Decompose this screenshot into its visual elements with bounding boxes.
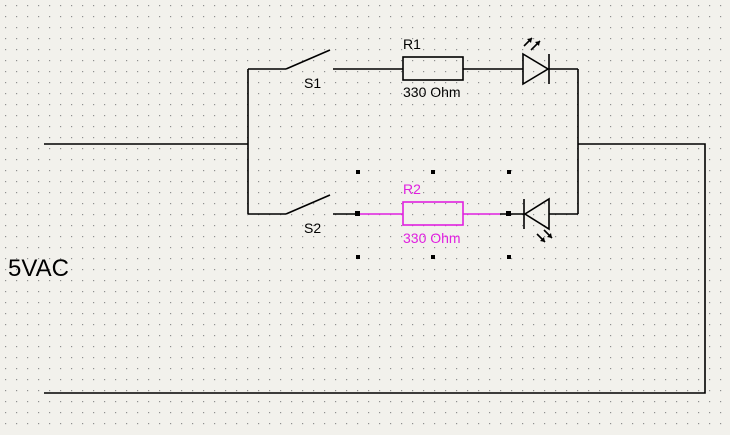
handle-top-left[interactable] [356, 170, 360, 174]
r2-value: 330 Ohm [403, 230, 461, 246]
led-1[interactable] [522, 37, 578, 86]
s1-label: S1 [304, 75, 321, 91]
branch-1 [248, 37, 578, 86]
handle-middle-right[interactable] [506, 211, 511, 216]
handle-top-right[interactable] [507, 170, 511, 174]
handle-bottom-left[interactable] [356, 255, 360, 259]
s2-label: S2 [304, 220, 321, 236]
r1-designator: R1 [403, 36, 421, 52]
branch-2 [248, 194, 578, 243]
handle-middle-left[interactable] [355, 211, 360, 216]
switch-s2[interactable] [285, 194, 331, 215]
r1-value: 330 Ohm [403, 84, 461, 100]
switch-s1[interactable] [285, 49, 331, 70]
handle-top-center[interactable] [431, 170, 435, 174]
handle-bottom-center[interactable] [431, 255, 435, 259]
r2-designator: R2 [403, 181, 421, 197]
led-2[interactable] [523, 197, 578, 243]
selection-handles[interactable] [355, 170, 511, 259]
supply-wires [44, 69, 706, 394]
handle-bottom-right[interactable] [507, 255, 511, 259]
source-label: 5VAC [8, 255, 69, 282]
